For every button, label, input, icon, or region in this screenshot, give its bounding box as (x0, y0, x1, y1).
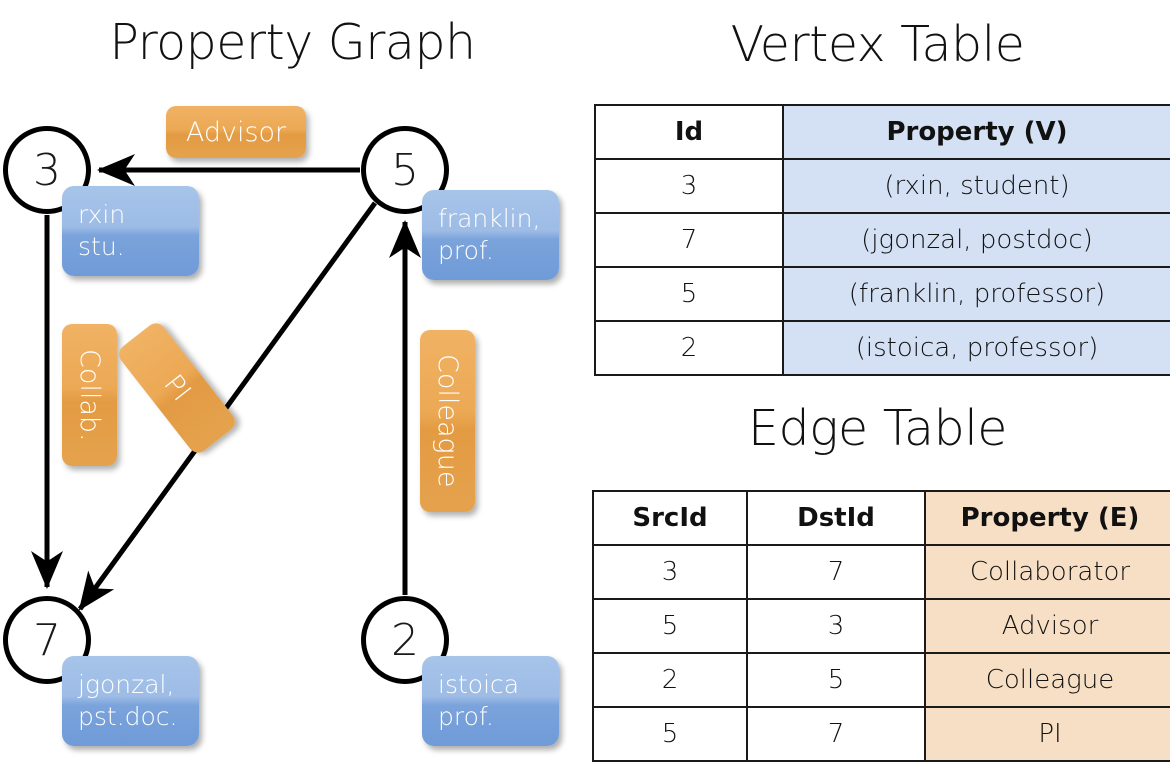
edge-header-srcid: SrcId (592, 490, 748, 546)
node-property-7-line2: pst.doc. (78, 702, 178, 731)
edge-label-collab: Collab. (62, 324, 117, 466)
edge-cell-property: Colleague (924, 652, 1170, 708)
node-property-box-7: jgonzal, pst.doc. (62, 656, 199, 746)
edge-table-header-row: SrcId DstId Property (E) (592, 490, 1170, 546)
node-property-2-line2: prof. (438, 702, 494, 731)
edge-cell-srcid: 5 (592, 706, 748, 762)
edge-cell-property: Advisor (924, 598, 1170, 654)
edge-5-to-7 (77, 201, 378, 611)
table-row[interactable]: 5 3 Advisor (592, 598, 1170, 654)
page-title-edge-table: Edge Table (748, 400, 1007, 457)
edge-cell-srcid: 2 (592, 652, 748, 708)
edge-cell-dstid: 5 (746, 652, 926, 708)
vertex-cell-id: 3 (594, 158, 784, 214)
vertex-cell-property: (franklin, professor) (782, 266, 1170, 322)
edge-cell-property: Collaborator (924, 544, 1170, 600)
table-row[interactable]: 5 (franklin, professor) (594, 266, 1170, 322)
vertex-header-id: Id (594, 104, 784, 160)
vertex-table: Id Property (V) 3 (rxin, student) 7 (jgo… (594, 104, 1170, 376)
edge-cell-dstid: 3 (746, 598, 926, 654)
table-row[interactable]: 5 7 PI (592, 706, 1170, 762)
edge-label-advisor: Advisor (166, 106, 306, 158)
edge-header-property: Property (E) (924, 490, 1170, 546)
vertex-header-property: Property (V) (782, 104, 1170, 160)
edge-cell-srcid: 5 (592, 598, 748, 654)
vertex-cell-id: 5 (594, 266, 784, 322)
node-property-box-3: rxin stu. (62, 186, 199, 276)
graph-node-2[interactable]: 2 (361, 596, 449, 684)
property-graph-panel: Property Graph 3 5 7 2 rxin stu. frankli… (0, 0, 585, 760)
node-property-box-2: istoica prof. (422, 656, 559, 746)
edge-label-colleague: Colleague (420, 330, 475, 512)
table-row[interactable]: 2 5 Colleague (592, 652, 1170, 708)
graph-node-5-label: 5 (391, 144, 419, 196)
graph-node-5[interactable]: 5 (361, 126, 449, 214)
graph-edges-svg (31, 154, 421, 611)
node-property-3-line1: rxin (78, 200, 126, 229)
graph-node-7-label: 7 (33, 614, 61, 666)
graph-node-2-label: 2 (391, 614, 419, 666)
vertex-cell-id: 2 (594, 320, 784, 376)
edge-cell-property: PI (924, 706, 1170, 762)
graph-node-3-label: 3 (33, 144, 61, 196)
node-property-5-line2: prof. (438, 236, 494, 265)
node-property-3-line2: stu. (78, 232, 125, 261)
node-property-7-line1: jgonzal, (78, 670, 175, 699)
edge-header-dstid: DstId (746, 490, 926, 546)
vertex-cell-property: (istoica, professor) (782, 320, 1170, 376)
vertex-cell-property: (jgonzal, postdoc) (782, 212, 1170, 268)
node-property-5-line1: franklin, (438, 204, 541, 233)
vertex-cell-id: 7 (594, 212, 784, 268)
page-title-vertex-table: Vertex Table (730, 16, 1025, 73)
edge-cell-dstid: 7 (746, 544, 926, 600)
table-row[interactable]: 3 (rxin, student) (594, 158, 1170, 214)
table-row[interactable]: 7 (jgonzal, postdoc) (594, 212, 1170, 268)
edge-table: SrcId DstId Property (E) 3 7 Collaborato… (592, 490, 1170, 762)
table-row[interactable]: 3 7 Collaborator (592, 544, 1170, 600)
vertex-table-header-row: Id Property (V) (594, 104, 1170, 160)
table-row[interactable]: 2 (istoica, professor) (594, 320, 1170, 376)
edge-cell-dstid: 7 (746, 706, 926, 762)
node-property-2-line1: istoica (438, 670, 520, 699)
edge-cell-srcid: 3 (592, 544, 748, 600)
node-property-box-5: franklin, prof. (422, 190, 559, 280)
page-title-property-graph: Property Graph (109, 14, 476, 71)
vertex-cell-property: (rxin, student) (782, 158, 1170, 214)
